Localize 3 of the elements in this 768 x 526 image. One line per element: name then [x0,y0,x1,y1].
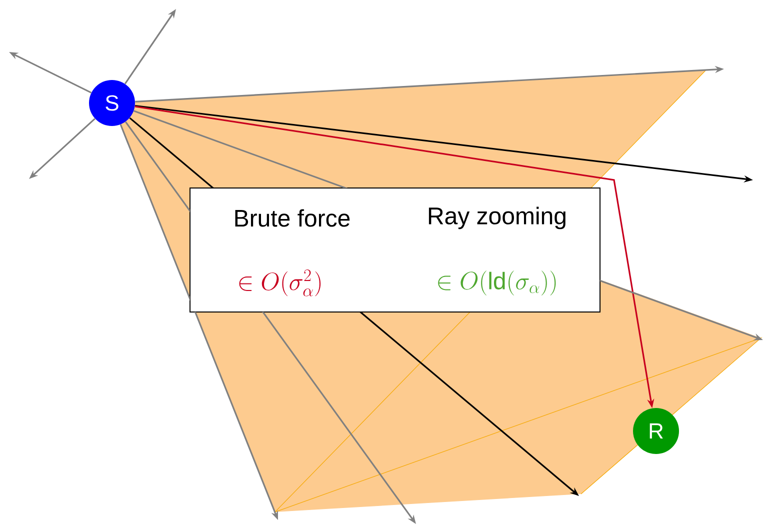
comparison-box: Brute force Ray zooming $\in O(\sigma_\alpha^2)$ $\in O\big(\mathrm{ld}(\sigma_\alpha)\big)$ [190,188,600,312]
circle-node: S [89,80,135,126]
circle-node: R [633,408,679,454]
